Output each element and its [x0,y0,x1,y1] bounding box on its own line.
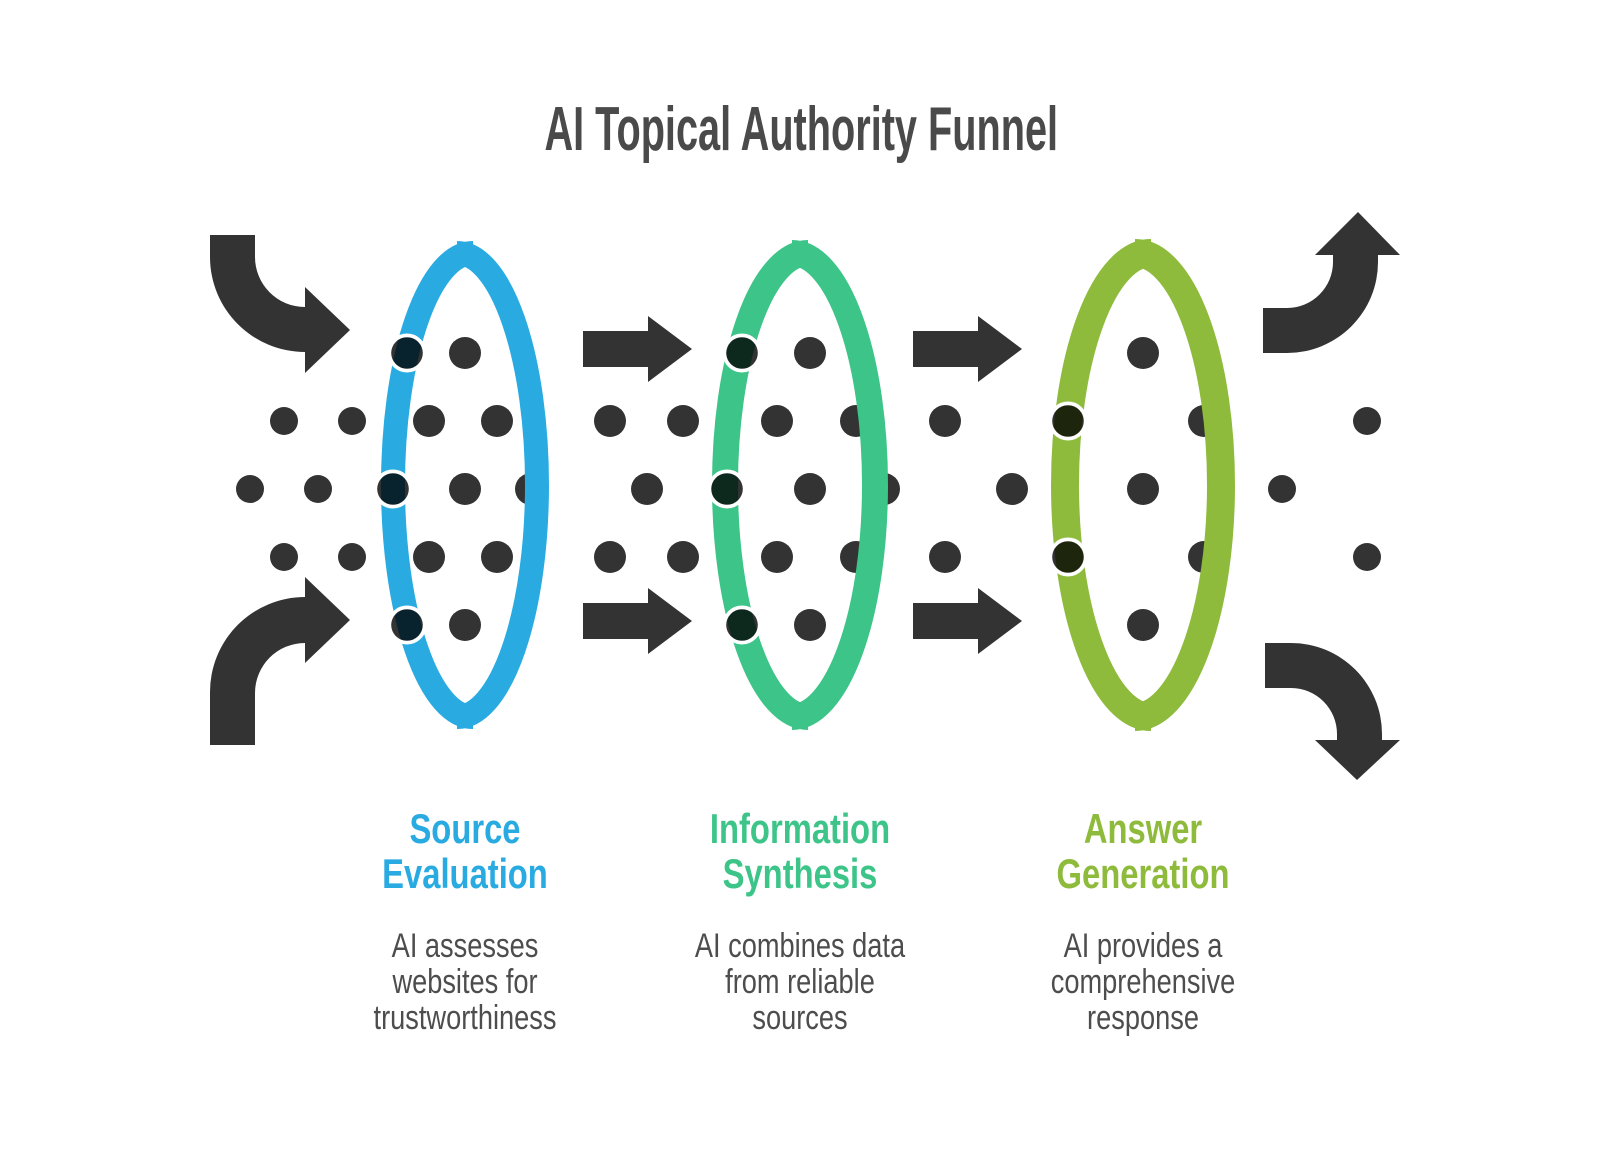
data-dot [1127,473,1159,505]
entry-bottom-curved-arrow [209,577,350,745]
stage-description-line: trustworthiness [373,999,557,1037]
data-dot [270,543,298,571]
stage-information-synthesis: Information Synthesis AI combines data f… [630,806,970,1036]
stage-description-line: sources [752,999,848,1037]
filtered-dot-halo [1048,537,1088,577]
data-dot [1127,609,1159,641]
stage-source-evaluation: Source Evaluation AI assesses websites f… [295,806,635,1036]
filtered-dot-halo [387,605,427,645]
filtered-dot [1052,405,1084,437]
filtered-dot-halo [373,469,413,509]
data-dot [449,337,481,369]
data-dot [1268,475,1296,503]
data-dot [1353,407,1381,435]
filtered-dot-halo [722,333,762,373]
data-dot [761,405,793,437]
stage-description-line: comprehensive [1050,963,1236,1001]
filtered-dot-halo [707,469,747,509]
filtered-dot [391,609,423,641]
flow-arrow-2-bottom [913,588,1022,654]
exit-bottom-curved-arrow [1265,643,1400,780]
data-dot [449,609,481,641]
data-dot [413,405,445,437]
filtered-dot [1052,541,1084,573]
flow-arrow-1-bottom [583,588,692,654]
filtered-dot [391,337,423,369]
stage-description-line: from reliable [725,963,875,1001]
data-dot [594,541,626,573]
filtered-dot [711,473,743,505]
ring-answer-generation-left-arc [1051,239,1152,731]
filtered-dot [726,609,758,641]
data-dot [996,473,1028,505]
data-dot [338,543,366,571]
data-dot [413,541,445,573]
stage-heading: Information Synthesis [630,806,970,896]
stage-description: AI combines data from reliable sources [630,928,970,1036]
ring-source-evaluation-right-arc [456,241,549,729]
flow-arrow-1-top [583,316,692,382]
stage-description: AI provides a comprehensive response [973,928,1313,1036]
flow-arrow-2-top [913,316,1022,382]
filtered-dot-halo [722,605,762,645]
data-dot [1127,337,1159,369]
data-dot [1353,543,1381,571]
stage-heading-line: Source [409,805,521,852]
data-dot [929,405,961,437]
page-title-text: AI Topical Authority Funnel [544,95,1058,164]
data-dot [594,405,626,437]
stage-heading: Answer Generation [973,806,1313,896]
data-dot [449,473,481,505]
data-dot [338,407,366,435]
exit-top-curved-arrow [1263,212,1400,353]
ring-information-synthesis-right-arc [791,240,888,730]
data-dot [667,405,699,437]
stage-heading-line: Answer [1083,805,1203,852]
stage-heading-line: Information [709,805,891,852]
filtered-dot-halo [387,333,427,373]
data-dot [794,609,826,641]
data-dot [761,541,793,573]
stage-description-line: AI provides a [1063,927,1223,965]
stage-heading-line: Synthesis [722,850,878,897]
data-dot [481,405,513,437]
data-dot [631,473,663,505]
stage-description: AI assesses websites for trustworthiness [295,928,635,1036]
stage-description-line: websites for [392,963,538,1001]
stage-description-line: AI assesses [391,927,539,965]
data-dot [794,473,826,505]
data-dot [304,475,332,503]
stage-heading-line: Generation [1056,850,1230,897]
data-dot [270,407,298,435]
data-dot [667,541,699,573]
page-title: AI Topical Authority Funnel [0,94,1602,165]
filtered-dot-halo [1048,401,1088,441]
stage-answer-generation: Answer Generation AI provides a comprehe… [973,806,1313,1036]
filtered-dot [726,337,758,369]
stage-description-line: AI combines data [694,927,906,965]
data-dot [929,541,961,573]
ring-answer-generation-right-arc [1134,239,1235,731]
stage-heading-line: Evaluation [382,850,548,897]
data-dot [236,475,264,503]
data-dot [481,541,513,573]
stage-description-line: response [1087,999,1199,1037]
entry-top-curved-arrow [210,235,350,373]
data-dot [794,337,826,369]
filtered-dot [377,473,409,505]
stage-heading: Source Evaluation [295,806,635,896]
